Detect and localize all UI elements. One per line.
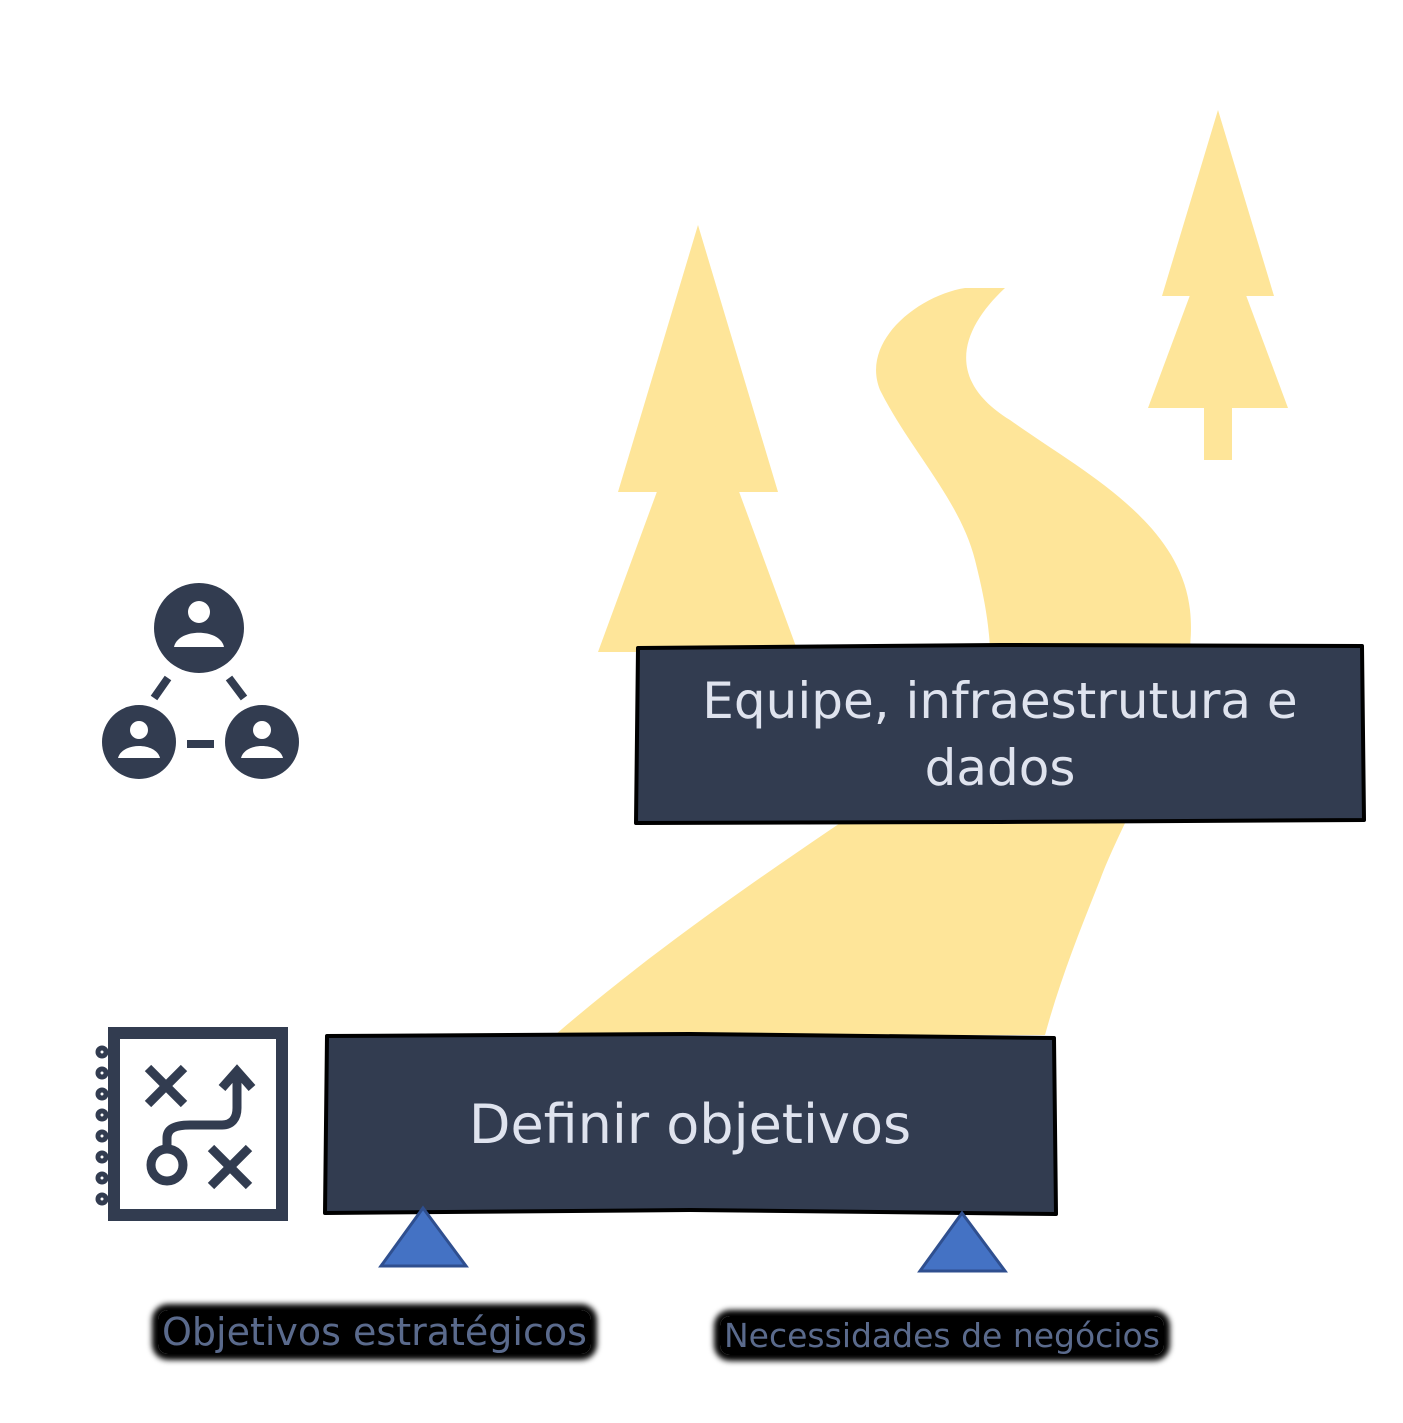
label-business-needs-text: Necessidades de negócios: [720, 1316, 1164, 1355]
arrow-up-left: [378, 1205, 469, 1268]
tree-right: [1148, 110, 1288, 460]
strategy-notebook-icon: [95, 1027, 288, 1221]
winding-road: [555, 288, 1191, 1035]
bottom-box-label: Definir objetivos: [468, 1092, 912, 1156]
label-business-needs: Necessidades de negócios: [720, 1316, 1164, 1355]
top-box-label: Equipe, infraestrutura e dados: [702, 671, 1298, 798]
bottom-box-shape: [323, 1032, 1058, 1216]
top-box-shape: [634, 643, 1366, 825]
arrow-up-right: [917, 1210, 1008, 1273]
label-strategic-objectives-text: Objetivos estratégicos: [158, 1310, 591, 1354]
tree-left: [598, 225, 798, 652]
team-network-icon: [102, 583, 299, 779]
label-strategic-objectives: Objetivos estratégicos: [158, 1310, 591, 1354]
